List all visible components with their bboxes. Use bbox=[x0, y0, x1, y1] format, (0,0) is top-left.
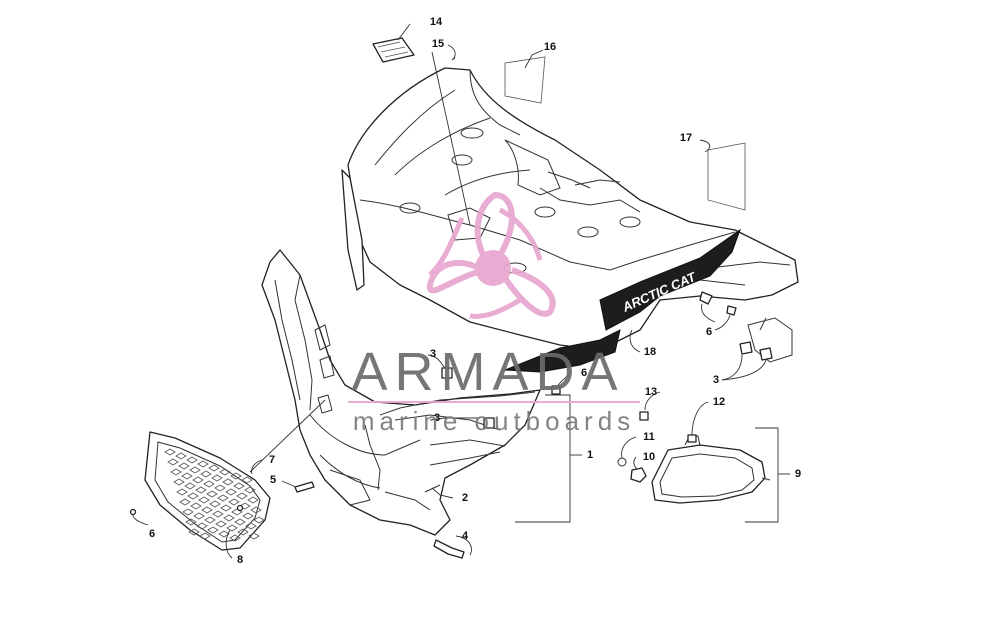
grille-cell bbox=[173, 478, 185, 486]
small-hardware bbox=[129, 367, 697, 559]
callout-11: 11 bbox=[643, 431, 655, 443]
grille-cell bbox=[208, 464, 220, 472]
emblem-badge bbox=[372, 37, 415, 63]
grille-cell bbox=[214, 484, 226, 492]
grille-cell bbox=[200, 470, 212, 478]
grille-cell bbox=[170, 468, 182, 476]
grille-cell bbox=[186, 456, 198, 464]
grille-cell bbox=[192, 476, 204, 484]
grille-cell bbox=[229, 534, 241, 542]
armada-watermark: ARMADA marine outboards bbox=[348, 191, 640, 436]
grille-cell bbox=[167, 458, 179, 466]
grille-cell bbox=[248, 532, 260, 540]
grille-cell bbox=[188, 528, 200, 536]
grille-cell bbox=[234, 518, 246, 526]
grille-cell bbox=[206, 490, 218, 498]
callout-18: 18 bbox=[644, 346, 656, 358]
grille-cell bbox=[184, 482, 196, 490]
grille-cell bbox=[228, 498, 240, 506]
grille-cell bbox=[219, 468, 231, 476]
grille-cell bbox=[185, 518, 197, 526]
watermark-title: ARMADA bbox=[351, 342, 624, 402]
grille-cell bbox=[203, 480, 215, 488]
grille-cell bbox=[198, 496, 210, 504]
callout-5: 5 bbox=[270, 474, 276, 486]
callout-16: 16 bbox=[544, 41, 556, 53]
grille-cell bbox=[250, 506, 262, 514]
callout-8: 8 bbox=[237, 554, 243, 566]
grille-cell bbox=[220, 504, 232, 512]
callout-9: 9 bbox=[795, 468, 801, 480]
grille-cell bbox=[207, 526, 219, 534]
grille-cell bbox=[217, 494, 229, 502]
callout-1: 1 bbox=[587, 449, 593, 461]
grille-cell bbox=[178, 462, 190, 470]
grille-cell bbox=[241, 476, 253, 484]
callout-12: 12 bbox=[713, 396, 725, 408]
grille-cell bbox=[247, 496, 259, 504]
grille-cell bbox=[245, 522, 257, 530]
grille-cell bbox=[201, 506, 213, 514]
grille-mesh bbox=[164, 448, 265, 542]
grille-cell bbox=[244, 486, 256, 494]
grille-cell bbox=[179, 498, 191, 506]
grille-cell bbox=[175, 452, 187, 460]
grille-cell bbox=[204, 516, 216, 524]
callout-4: 4 bbox=[462, 530, 469, 542]
grille-cell bbox=[223, 514, 235, 522]
grille-cell bbox=[225, 488, 237, 496]
callout-6: 6 bbox=[149, 528, 155, 540]
grille-cell bbox=[176, 488, 188, 496]
grille-cell bbox=[196, 522, 208, 530]
callout-7: 7 bbox=[269, 454, 275, 466]
grille-cell bbox=[237, 528, 249, 536]
leader-lines bbox=[132, 23, 790, 559]
grille-cell bbox=[242, 512, 254, 520]
grille-cell bbox=[230, 472, 242, 480]
grille-cell bbox=[239, 502, 251, 510]
grille-cell bbox=[253, 516, 265, 524]
callout-15: 15 bbox=[432, 38, 444, 50]
grille-cell bbox=[231, 508, 243, 516]
grille-cell bbox=[195, 486, 207, 494]
grille-cell bbox=[215, 520, 227, 528]
grille-cell bbox=[226, 524, 238, 532]
callout-3: 3 bbox=[713, 374, 719, 386]
grille-cell bbox=[218, 530, 230, 538]
callout-10: 10 bbox=[643, 451, 655, 463]
callout-3: 3 bbox=[430, 348, 436, 360]
callout-14: 14 bbox=[430, 16, 443, 28]
grille-cell bbox=[236, 492, 248, 500]
grille-cell bbox=[212, 510, 224, 518]
callout-2: 2 bbox=[462, 492, 468, 504]
grille-cell bbox=[189, 466, 201, 474]
callout-17: 17 bbox=[680, 132, 692, 144]
callout-13: 13 bbox=[645, 386, 657, 398]
grille-cell bbox=[199, 532, 211, 540]
grille-cell bbox=[233, 482, 245, 490]
grille-cell bbox=[181, 472, 193, 480]
grille-cell bbox=[190, 502, 202, 510]
right-fasteners bbox=[699, 291, 793, 363]
grille-cell bbox=[193, 512, 205, 520]
callout-6: 6 bbox=[581, 367, 587, 379]
grille-cell bbox=[222, 478, 234, 486]
grille-cell bbox=[197, 460, 209, 468]
decal-17 bbox=[707, 142, 746, 211]
decal-16 bbox=[504, 56, 546, 104]
grille bbox=[144, 431, 271, 551]
callout-6: 6 bbox=[706, 326, 712, 338]
watermark-subtitle: marine outboards bbox=[353, 406, 635, 436]
grille-cell bbox=[187, 492, 199, 500]
grille-cell bbox=[211, 474, 223, 482]
headlight bbox=[651, 434, 771, 504]
grille-cell bbox=[164, 448, 176, 456]
grille-cell bbox=[182, 508, 194, 516]
callout-3: 3 bbox=[434, 412, 440, 424]
grille-cell bbox=[209, 500, 221, 508]
propeller-logo bbox=[426, 191, 556, 319]
